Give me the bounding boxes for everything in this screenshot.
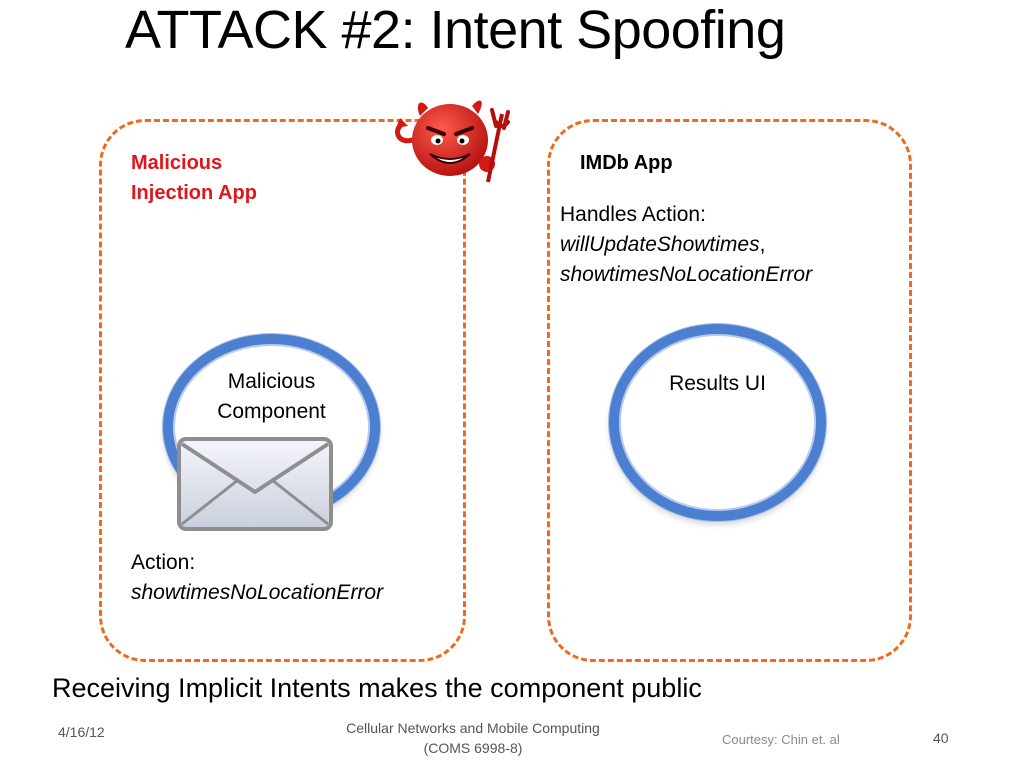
results-ui-label: Results UI bbox=[669, 372, 766, 395]
page-number: 40 bbox=[933, 730, 949, 746]
footer-date: 4/16/12 bbox=[58, 724, 105, 740]
footer-course: Cellular Networks and Mobile Computing (… bbox=[346, 720, 600, 756]
results-ui-circle bbox=[609, 324, 826, 521]
imdb-app-box bbox=[547, 119, 912, 662]
envelope-icon bbox=[177, 437, 333, 531]
malicious-app-label: Malicious Injection App bbox=[131, 152, 257, 204]
handles-action-text: Handles Action: willUpdateShowtimes, sho… bbox=[560, 203, 813, 286]
malicious-action-text: Action: showtimesNoLocationError bbox=[131, 551, 384, 604]
slide-subtitle: Receiving Implicit Intents makes the com… bbox=[52, 673, 702, 703]
malicious-app-box bbox=[99, 119, 466, 662]
imdb-app-label: IMDb App bbox=[580, 152, 673, 174]
footer-courtesy: Courtesy: Chin et. al bbox=[722, 732, 840, 747]
slide-title: ATTACK #2: Intent Spoofing bbox=[125, 0, 786, 60]
devil-icon bbox=[395, 100, 510, 183]
malicious-component-label: Malicious Component bbox=[217, 370, 326, 423]
